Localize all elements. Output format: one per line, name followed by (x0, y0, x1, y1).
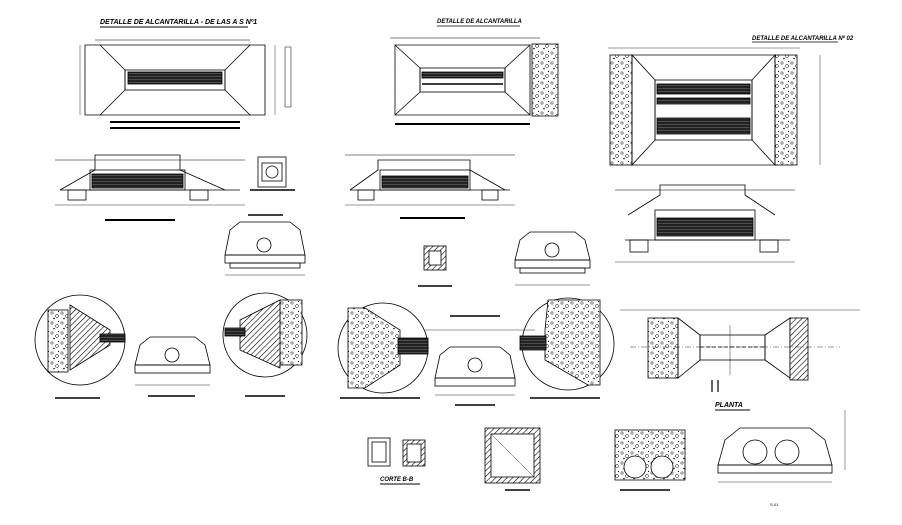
manhole-detail-1 (367, 437, 426, 467)
culvert-plan-1 (79, 39, 292, 129)
title-left: DETALLE DE ALCANTARILLA - DE LAS A S Nº1 (100, 19, 257, 26)
headwall-elevation-4 (434, 315, 516, 406)
detail-circle-3 (337, 302, 429, 399)
detail-circle-1 (34, 294, 126, 399)
headwall-elevation-1 (224, 214, 306, 276)
headwall-elevation-3 (134, 336, 211, 397)
detail-circle-4 (519, 297, 615, 399)
double-pipe-headwall (717, 410, 846, 483)
label-planta-right: PLANTA (715, 402, 743, 409)
box-detail-2 (418, 245, 452, 287)
sheet-number: S-01 (770, 502, 779, 507)
title-middle: DETALLE DE ALCANTARILLA (437, 19, 522, 25)
culvert-section-1 (55, 154, 245, 221)
manhole-plan (484, 427, 541, 491)
culvert-section-3 (615, 184, 795, 263)
label-corte: CORTE B-B (380, 477, 414, 483)
headwall-elevation-2 (514, 231, 591, 286)
culvert-plan-4 (620, 309, 860, 392)
culvert-plan-2 (390, 37, 559, 125)
title-right: DETALLE DE ALCANTARILLA Nº 02 (752, 35, 854, 42)
culvert-plan-3 (608, 47, 821, 167)
culvert-section-2 (345, 154, 515, 219)
double-pipe-section (614, 429, 686, 491)
detail-circle-2 (222, 292, 308, 397)
box-detail-1 (250, 156, 295, 191)
